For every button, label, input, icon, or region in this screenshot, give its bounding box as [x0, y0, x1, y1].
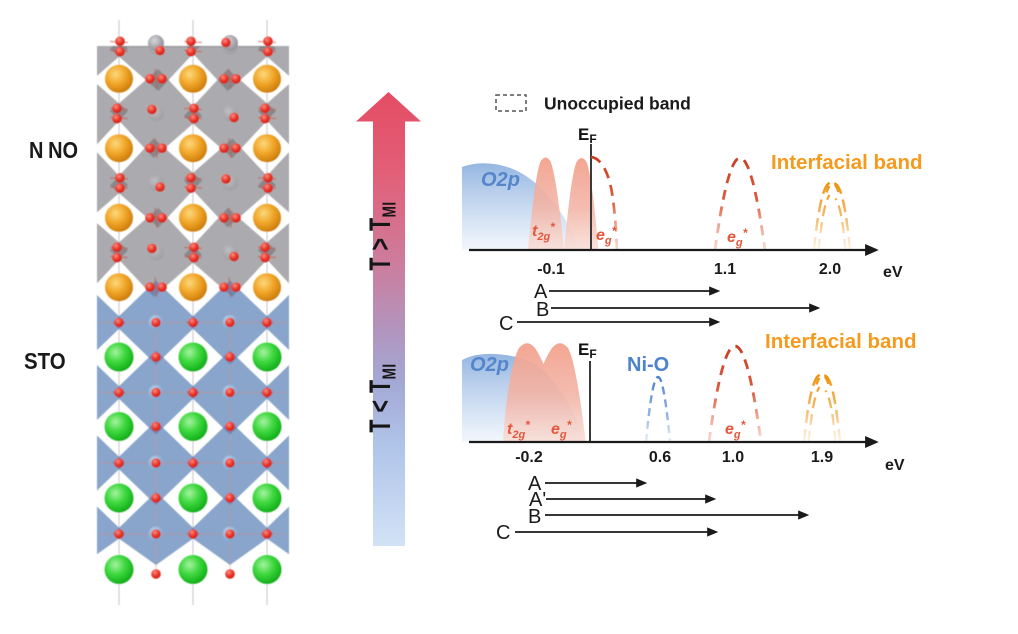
svg-text:STO: STO: [24, 348, 66, 375]
svg-text:1.0: 1.0: [722, 449, 744, 466]
svg-text:B: B: [528, 506, 541, 528]
svg-text:eV: eV: [883, 264, 903, 281]
svg-text:B: B: [536, 299, 549, 321]
svg-text:A': A': [529, 489, 546, 511]
svg-text:eV: eV: [885, 457, 905, 474]
svg-text:Unoccupied band: Unoccupied band: [544, 94, 691, 114]
svg-text:A: A: [528, 473, 542, 495]
svg-text:C: C: [496, 522, 510, 544]
svg-text:C: C: [499, 313, 513, 335]
svg-text:1.1: 1.1: [714, 261, 736, 278]
svg-text:Interfacial band: Interfacial band: [771, 151, 923, 174]
svg-text:NNO: NNO: [29, 136, 78, 163]
svg-text:0.6: 0.6: [649, 449, 671, 466]
svg-text:Ni-O: Ni-O: [627, 354, 669, 376]
svg-text:1.9: 1.9: [811, 449, 833, 466]
svg-text:O2p: O2p: [481, 169, 520, 191]
svg-text:2.0: 2.0: [819, 261, 841, 278]
svg-text:O2p: O2p: [470, 354, 509, 376]
svg-text:-0.2: -0.2: [515, 449, 543, 466]
svg-text:Interfacial band: Interfacial band: [765, 330, 917, 353]
svg-text:A: A: [534, 281, 548, 303]
svg-text:-0.1: -0.1: [537, 261, 565, 278]
